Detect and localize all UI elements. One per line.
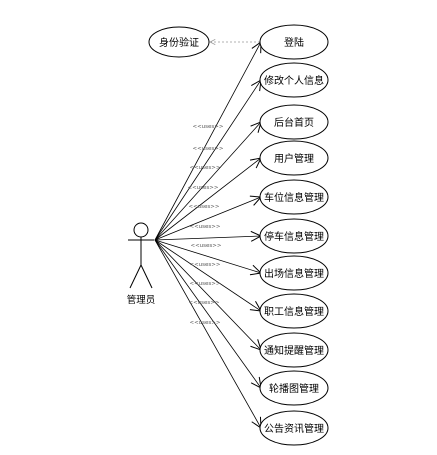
usecase-list: 登陆修改个人信息后台首页用户管理车位信息管理停车信息管理出场信息管理职工信息管理… <box>259 24 329 446</box>
uses-label-3: <<uses>> <box>189 165 220 171</box>
usecase-label: 停车信息管理 <box>264 230 324 243</box>
uses-link-1 <box>154 42 261 241</box>
usecase-6[interactable]: 停车信息管理 <box>259 218 329 254</box>
usecase-ellipse <box>259 370 329 406</box>
uses-labels: <<uses>> <<uses>> <<uses>> <<uses>> <<uses>>… <box>187 124 223 326</box>
uses-link-11 <box>154 239 261 428</box>
usecase-ellipse <box>259 140 329 176</box>
usecase-label: 登陆 <box>284 36 304 49</box>
uses-label-4: <<uses>> <box>187 185 218 191</box>
usecase-11[interactable]: 公告资讯管理 <box>259 410 329 446</box>
uses-link-8 <box>154 239 261 311</box>
usecase-label: 出场信息管理 <box>264 267 324 280</box>
uses-label-8: <<uses>> <box>189 262 220 268</box>
usecase-7[interactable]: 出场信息管理 <box>259 255 329 291</box>
usecase-label: 轮播图管理 <box>269 382 319 395</box>
usecase-9[interactable]: 通知提醒管理 <box>259 332 329 368</box>
uses-label-10: <<uses>> <box>188 300 219 306</box>
usecase-label: 修改个人信息 <box>264 74 324 87</box>
actor-head <box>133 222 149 238</box>
usecase-4[interactable]: 用户管理 <box>259 140 329 176</box>
usecase-label: 车位信息管理 <box>264 191 324 204</box>
uses-link-10 <box>154 239 261 388</box>
uses-link-7 <box>154 239 261 273</box>
usecase-ellipse <box>259 104 329 140</box>
usecase-ellipse <box>259 410 329 446</box>
actor-left-leg <box>129 264 142 289</box>
actor-right-leg <box>140 264 153 289</box>
usecase-1[interactable]: 登陆 <box>259 24 329 60</box>
usecase-ellipse <box>259 255 329 291</box>
usecase-10[interactable]: 轮播图管理 <box>259 370 329 406</box>
uses-link-9 <box>154 239 261 350</box>
uses-label-2: <<uses>> <box>192 146 223 152</box>
actor-admin[interactable]: 管理员 <box>127 222 156 306</box>
usecase-label: 通知提醒管理 <box>264 344 324 357</box>
usecase-ellipse <box>259 332 329 368</box>
usecase-label: 后台首页 <box>274 116 314 129</box>
actor-label: 管理员 <box>127 294 156 306</box>
uses-label-5: <<uses>> <box>188 204 219 210</box>
usecase-label: 用户管理 <box>274 152 314 165</box>
usecase-8[interactable]: 职工信息管理 <box>259 293 329 329</box>
usecase-2[interactable]: 修改个人信息 <box>259 62 329 98</box>
usecase-ellipse <box>259 179 329 215</box>
usecase-ellipse <box>259 62 329 98</box>
uses-label-11: <<uses>> <box>189 320 220 326</box>
uses-label-9: <<uses>> <box>189 281 220 287</box>
uses-link-2 <box>154 80 261 241</box>
uses-label-6: <<uses>> <box>189 224 220 230</box>
usecase-label: 职工信息管理 <box>264 305 324 318</box>
usecase-ellipse <box>259 293 329 329</box>
usecase-5[interactable]: 车位信息管理 <box>259 179 329 215</box>
uses-link-5 <box>154 197 261 241</box>
usecase-3[interactable]: 后台首页 <box>259 104 329 140</box>
uses-label-7: <<uses>> <box>190 243 221 249</box>
usecase-auth-label: 身份验证 <box>159 36 199 49</box>
usecase-ellipse <box>259 218 329 254</box>
uses-link-3 <box>154 122 261 241</box>
uses-label-1: <<uses>> <box>192 124 223 130</box>
uses-link-6 <box>154 236 261 240</box>
usecase-ellipse <box>259 24 329 60</box>
usecase-label: 公告资讯管理 <box>264 422 324 435</box>
uses-link-4 <box>154 158 261 241</box>
uses-links <box>154 42 261 428</box>
usecase-auth[interactable]: 身份验证 <box>148 26 210 58</box>
